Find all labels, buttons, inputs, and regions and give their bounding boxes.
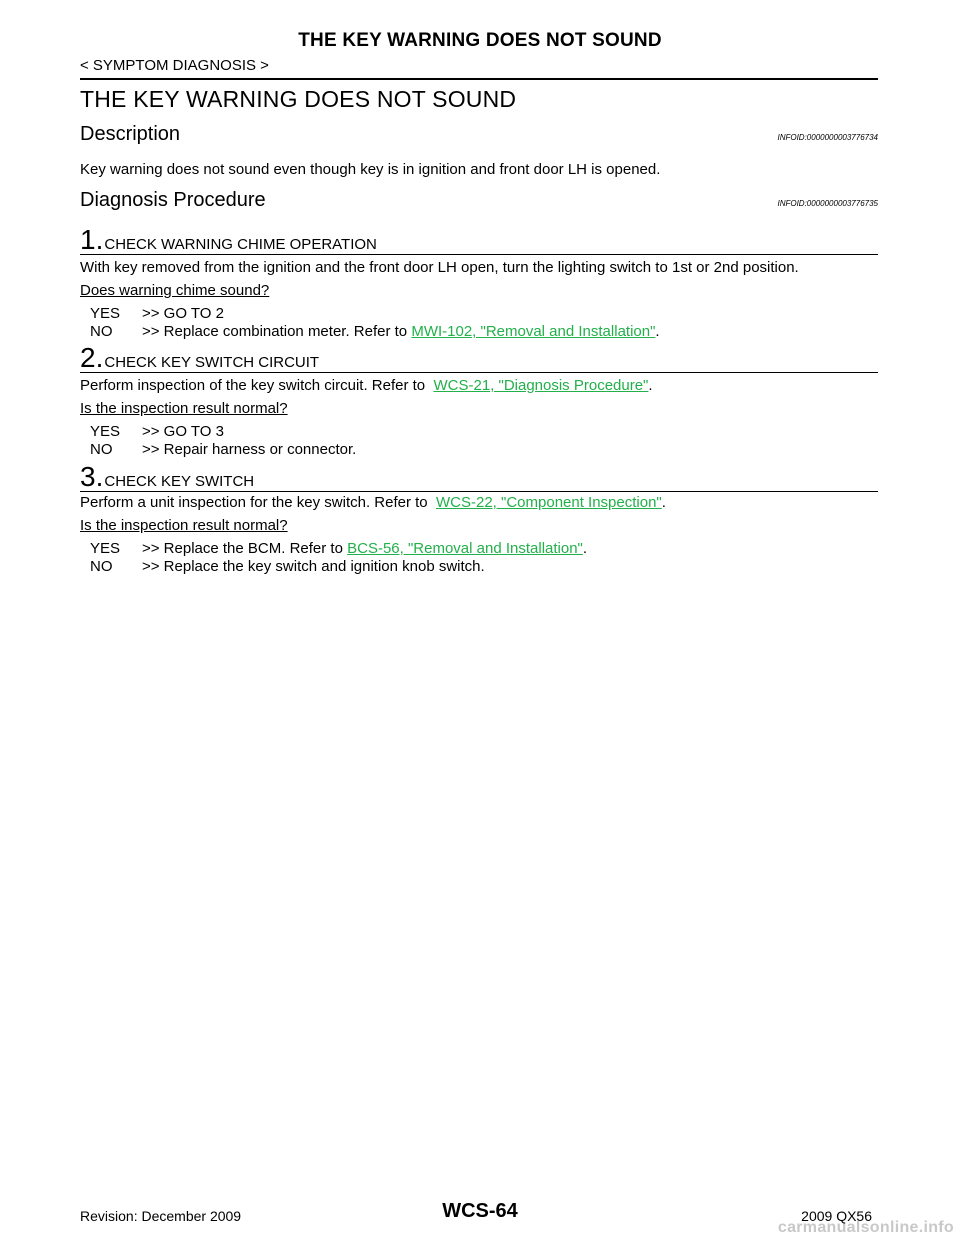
step-2-question: Is the inspection result normal? [80,400,288,417]
description-text: Key warning does not sound even though k… [80,161,661,178]
yes-suffix: . [582,540,588,557]
instruction-text: Perform inspection of the key switch cir… [80,377,430,394]
page-title: THE KEY WARNING DOES NOT SOUND [80,86,517,112]
wcs-21-link[interactable]: WCS-21, "Diagnosis Procedure" [433,377,649,394]
yes-key: YES [90,305,121,322]
step-number: 3 [80,461,96,492]
no-text: >> Replace the key switch and ignition k… [142,558,485,575]
diagnosis-infoid: INFOID:0000000003776735 [777,199,878,208]
footer-revision: Revision: December 2009 [80,1208,242,1224]
step-number: 2 [80,342,96,373]
instruction-text: Perform a unit inspection for the key sw… [80,494,432,511]
step-3-no: NO >> Replace the key switch and ignitio… [90,558,485,575]
step-2-no: NO >> Repair harness or connector. [90,441,356,458]
step-title: CHECK KEY SWITCH CIRCUIT [104,354,320,371]
step-1-divider [80,254,878,255]
footer-page-number: WCS-64 [442,1200,518,1222]
no-text: >> Repair harness or connector. [142,441,357,458]
step-1-question: Does warning chime sound? [80,282,270,299]
step-3-yes: YES >> Replace the BCM. Refer to BCS-56,… [90,540,587,557]
instruction-suffix: . [661,494,666,511]
description-infoid: INFOID:0000000003776734 [777,133,878,142]
no-key: NO [90,558,113,575]
yes-key: YES [90,540,121,557]
mwi-102-link[interactable]: MWI-102, "Removal and Installation" [411,323,656,340]
step-3-header: 3.CHECK KEY SWITCH [80,463,254,491]
header-divider [80,78,878,80]
wcs-22-link[interactable]: WCS-22, "Component Inspection" [436,494,662,511]
step-dot: . [95,224,104,255]
yes-text: >> Replace the BCM. Refer to [142,540,343,557]
step-3-divider [80,491,878,492]
bcs-56-link[interactable]: BCS-56, "Removal and Installation" [347,540,583,557]
no-key: NO [90,441,113,458]
step-2-yes: YES >> GO TO 3 [90,423,224,440]
no-suffix: . [655,323,660,340]
no-text: >> Replace combination meter. Refer to [142,323,408,340]
step-2-header: 2.CHECK KEY SWITCH CIRCUIT [80,344,319,372]
step-1-instruction: With key removed from the ignition and t… [80,259,799,276]
footer-model: 2009 QX56 [801,1208,872,1224]
yes-text: >> GO TO 3 [142,423,224,440]
step-title: CHECK KEY SWITCH [104,473,255,490]
step-1-yes: YES >> GO TO 2 [90,305,224,322]
step-2-instruction: Perform inspection of the key switch cir… [80,377,653,394]
step-number: 1 [80,224,96,255]
yes-key: YES [90,423,121,440]
diagnosis-heading: Diagnosis Procedure [80,189,266,211]
no-key: NO [90,323,113,340]
description-heading: Description [80,123,181,145]
step-3-instruction: Perform a unit inspection for the key sw… [80,494,666,511]
step-2-divider [80,372,878,373]
step-dot: . [95,461,104,492]
instruction-suffix: . [648,377,653,394]
step-3-question: Is the inspection result normal? [80,517,288,534]
breadcrumb: < SYMPTOM DIAGNOSIS > [80,57,269,74]
watermark: carmanualsonline.info [777,1219,954,1236]
step-title: CHECK WARNING CHIME OPERATION [104,236,377,253]
step-1-no: NO >> Replace combination meter. Refer t… [90,323,660,340]
step-dot: . [95,342,104,373]
header-title: THE KEY WARNING DOES NOT SOUND [298,30,662,51]
step-1-header: 1.CHECK WARNING CHIME OPERATION [80,226,377,254]
yes-text: >> GO TO 2 [142,305,224,322]
